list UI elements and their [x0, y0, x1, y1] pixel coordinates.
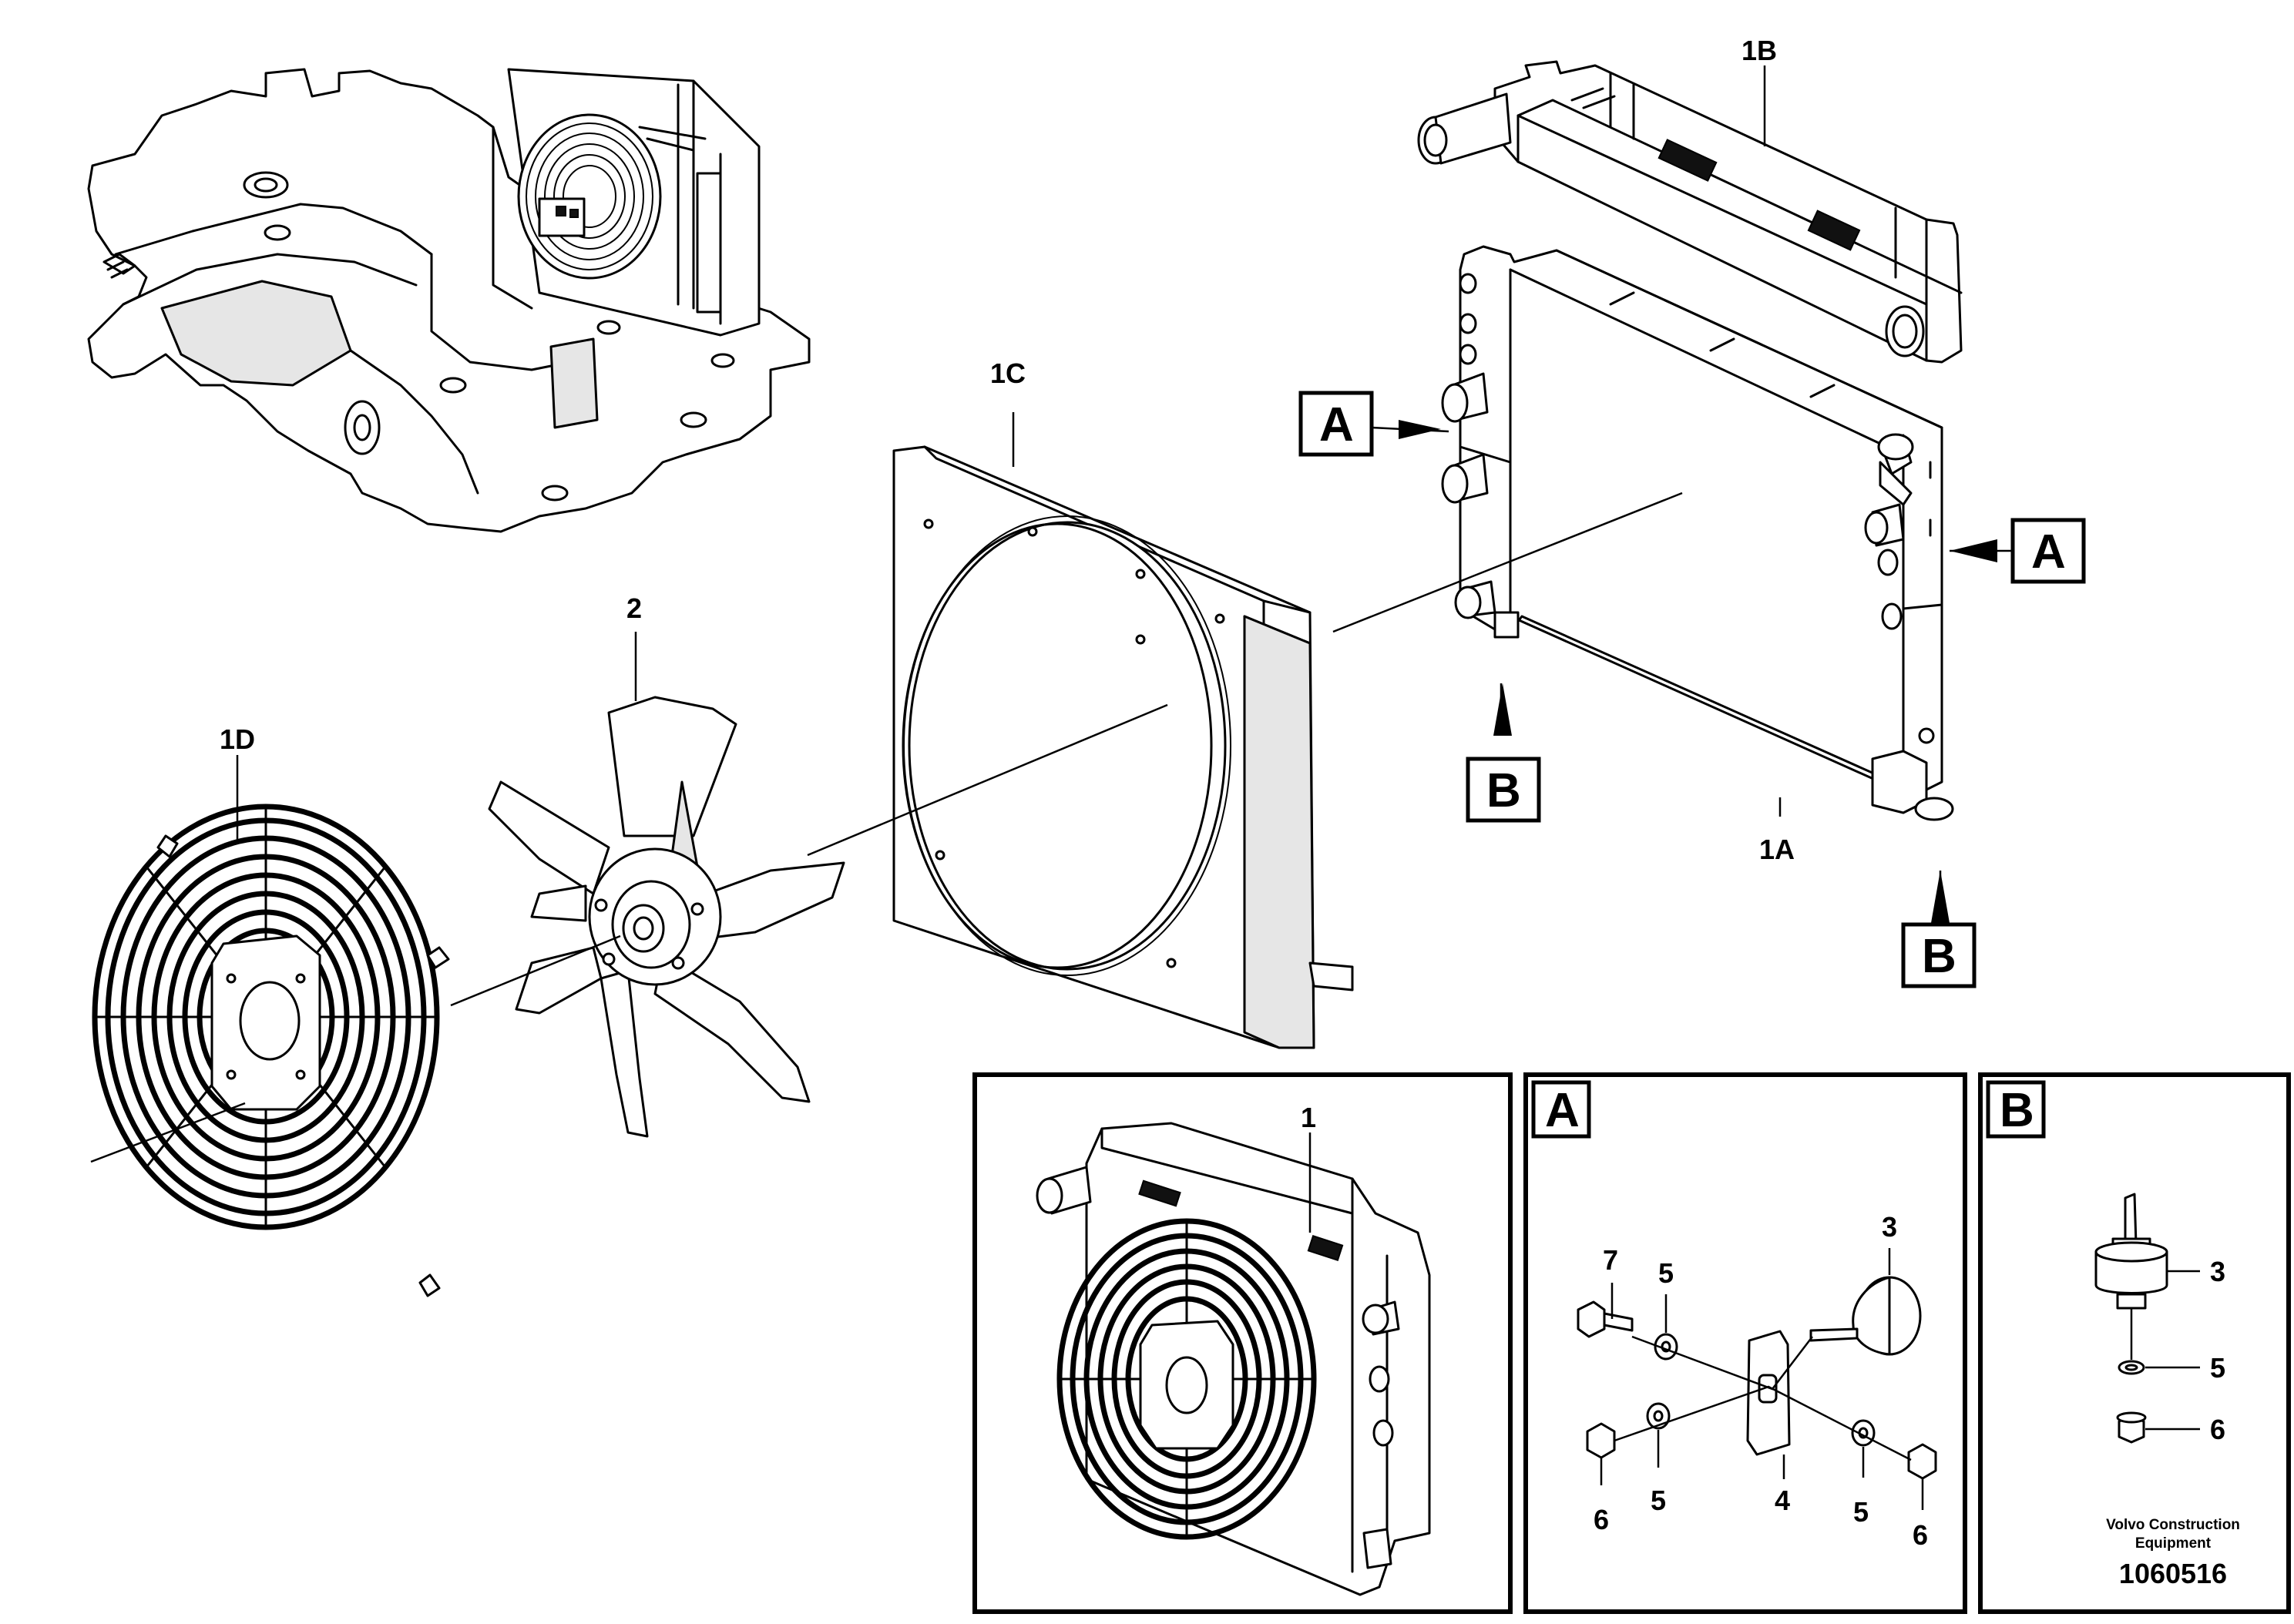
- callout-B-right: B: [1922, 930, 1956, 983]
- label-1D: 1D: [220, 723, 255, 755]
- detail-A-title: A: [1545, 1084, 1580, 1137]
- footer-drawing-number: 1060516: [2119, 1558, 2227, 1589]
- callout-A-left: A: [1319, 398, 1354, 451]
- label-1A: 1A: [1759, 834, 1795, 865]
- detail-panel-B: B 3 5 6 Volvo Construction Equipment 106…: [1978, 1072, 2291, 1614]
- label-1C: 1C: [990, 357, 1026, 389]
- detail-panel-A: A 7 5 3 6 5 4 5 6: [1523, 1072, 1967, 1614]
- label-1: 1: [1301, 1102, 1316, 1133]
- part-1A-radiator: [1441, 245, 1954, 821]
- callout-boxes: A A B B: [1298, 391, 2086, 988]
- label-A-6-right: 6: [1913, 1519, 1928, 1551]
- label-A-4: 4: [1775, 1485, 1790, 1516]
- part-labels: 1B 1C 2 1D 1A: [220, 35, 1795, 865]
- callout-B-left: B: [1486, 764, 1521, 817]
- callout-arrows: [1399, 420, 1997, 923]
- label-B-6: 6: [2210, 1414, 2225, 1445]
- detail-B-title: B: [2000, 1084, 2034, 1137]
- label-A-6-left: 6: [1594, 1504, 1609, 1535]
- label-A-7: 7: [1603, 1244, 1618, 1276]
- label-A-3: 3: [1882, 1211, 1897, 1243]
- part-1B-top-tank: [1417, 60, 1963, 364]
- label-1B: 1B: [1741, 35, 1777, 66]
- label-A-5-left: 5: [1651, 1485, 1666, 1516]
- footer-company-line2: Equipment: [2135, 1535, 2212, 1552]
- part-1D-fan-guard: [92, 804, 450, 1297]
- label-2: 2: [626, 592, 642, 624]
- machine-frame-overview: [87, 68, 811, 533]
- part-1C-shroud: [892, 445, 1354, 1049]
- footer-company-line1: Volvo Construction: [2106, 1517, 2240, 1533]
- label-B-3: 3: [2210, 1256, 2225, 1287]
- part-2-fan: [488, 696, 845, 1138]
- label-A-5-right: 5: [1853, 1496, 1869, 1528]
- detail-panel-assembly: 1: [972, 1072, 1513, 1614]
- label-B-5: 5: [2210, 1352, 2225, 1384]
- callout-A-right: A: [2031, 525, 2066, 579]
- label-A-5-top: 5: [1658, 1257, 1674, 1289]
